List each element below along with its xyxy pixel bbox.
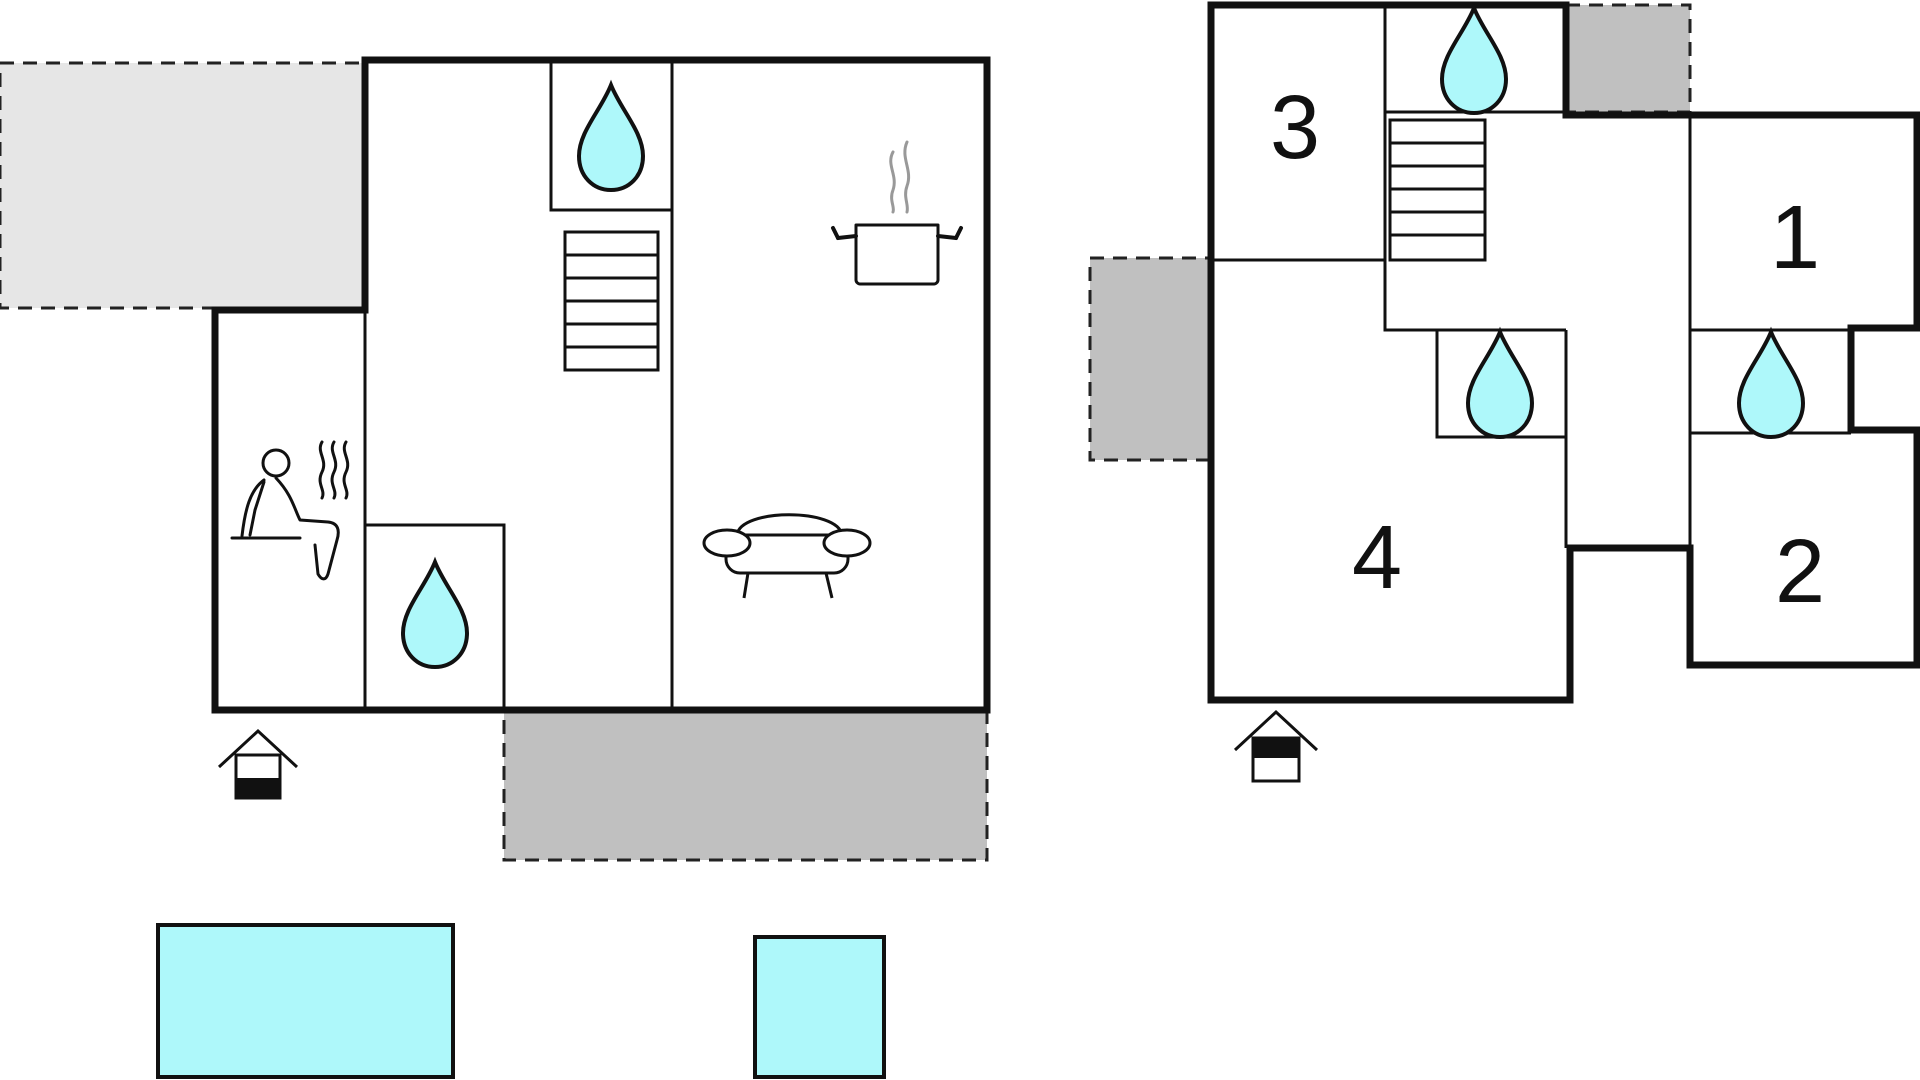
stairs-icon	[563, 230, 660, 372]
balcony-left	[1088, 256, 1212, 462]
bathroom-wall-top	[549, 60, 672, 212]
stairs-icon	[1388, 118, 1487, 262]
upper-floor-outer-wall	[1207, 1, 1920, 704]
room-number-3: 3	[1270, 78, 1320, 178]
sofa-icon	[702, 513, 872, 599]
room-number-4: 4	[1352, 508, 1402, 608]
terrace-top-left	[0, 61, 367, 310]
cooking-pot-icon	[831, 140, 963, 286]
room-number-1: 1	[1770, 188, 1820, 288]
balcony-top	[1564, 3, 1692, 114]
entrance-icon	[217, 728, 299, 800]
terrace-bottom	[502, 708, 989, 862]
upper-floor: 3 1 4 2	[1088, 1, 1920, 783]
pool-small	[753, 935, 886, 1079]
room-number-2: 2	[1775, 522, 1825, 622]
sauna-icon	[230, 440, 350, 581]
ground-floor	[0, 56, 991, 1079]
pool-large	[156, 923, 455, 1079]
entrance-icon	[1233, 709, 1319, 783]
bathroom-wall-bottom	[365, 523, 506, 710]
